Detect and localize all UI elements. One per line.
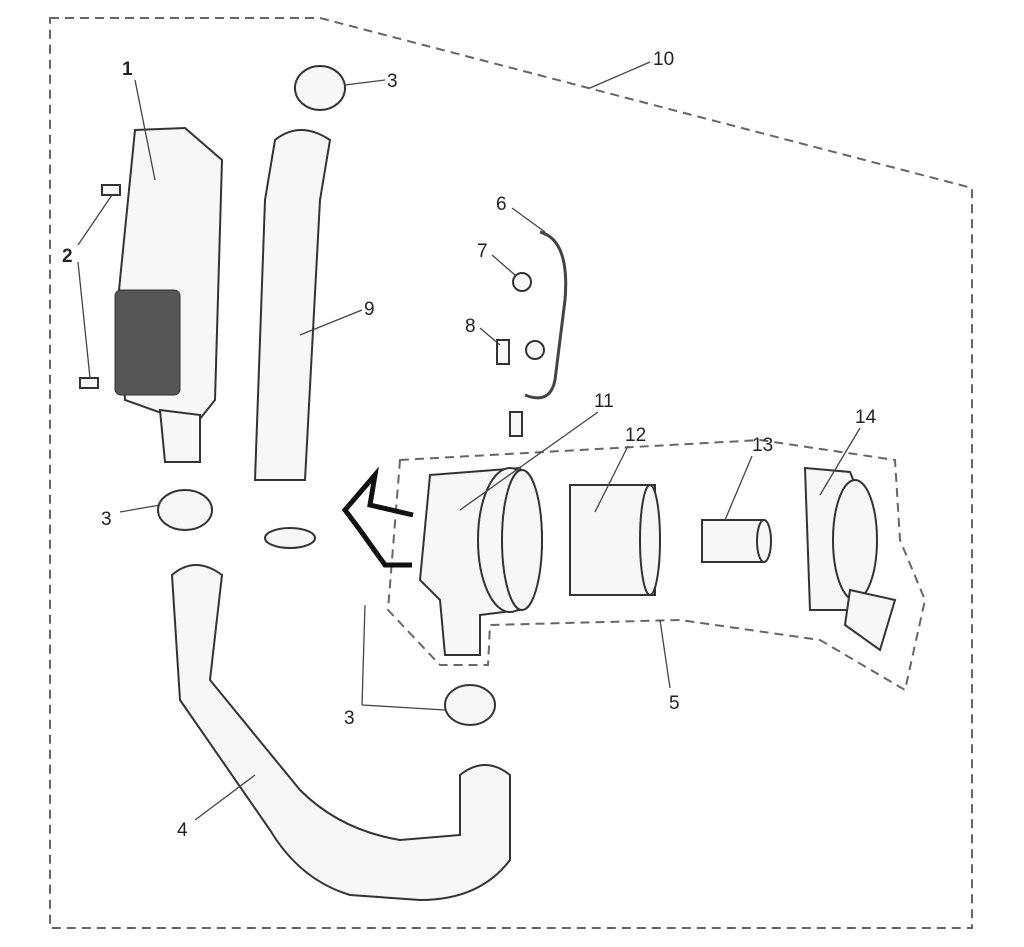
- callout-1: 1: [122, 59, 133, 80]
- clamp-part-3-left: [157, 489, 213, 531]
- hose-part-9: [253, 129, 332, 481]
- bolts-part-2: [79, 184, 121, 389]
- callout-6: 6: [496, 194, 507, 215]
- breather-line-part-6: [524, 230, 568, 400]
- callout-14: 14: [855, 407, 877, 428]
- callout-7: 7: [477, 241, 488, 262]
- nut-part-8: [525, 340, 545, 360]
- callout-2: 2: [62, 246, 73, 267]
- assembly-10-outline: [49, 17, 973, 929]
- bolt-part-8b: [509, 411, 523, 437]
- tube-part-4: [170, 564, 511, 902]
- callout-3-top: 3: [387, 71, 398, 92]
- filter-element-part-12: [569, 484, 661, 596]
- nut-part-7: [512, 272, 532, 292]
- callout-8: 8: [465, 316, 476, 337]
- callout-3-bottom: 3: [344, 708, 355, 729]
- callout-5: 5: [669, 693, 680, 714]
- clamp-part-3-mid: [264, 527, 316, 549]
- callout-10: 10: [653, 49, 674, 70]
- clamp-part-3-bottom: [444, 684, 496, 726]
- annotation-marker: [341, 466, 414, 568]
- assembly-5-outline: [386, 438, 927, 692]
- callout-4: 4: [177, 820, 188, 841]
- intercooler-part-1: [114, 126, 224, 463]
- callout-13: 13: [752, 435, 773, 456]
- callout-11: 11: [594, 391, 614, 412]
- callout-9: 9: [364, 299, 375, 320]
- inner-element-part-13: [701, 519, 772, 563]
- bolt-part-8: [496, 339, 510, 365]
- leader-lines: [77, 61, 861, 821]
- callout-12: 12: [625, 425, 646, 446]
- clamp-part-3-top: [294, 65, 346, 111]
- callout-3-left: 3: [101, 509, 112, 530]
- airbox-housing-part-11: [418, 466, 543, 656]
- cover-part-14: [803, 466, 897, 652]
